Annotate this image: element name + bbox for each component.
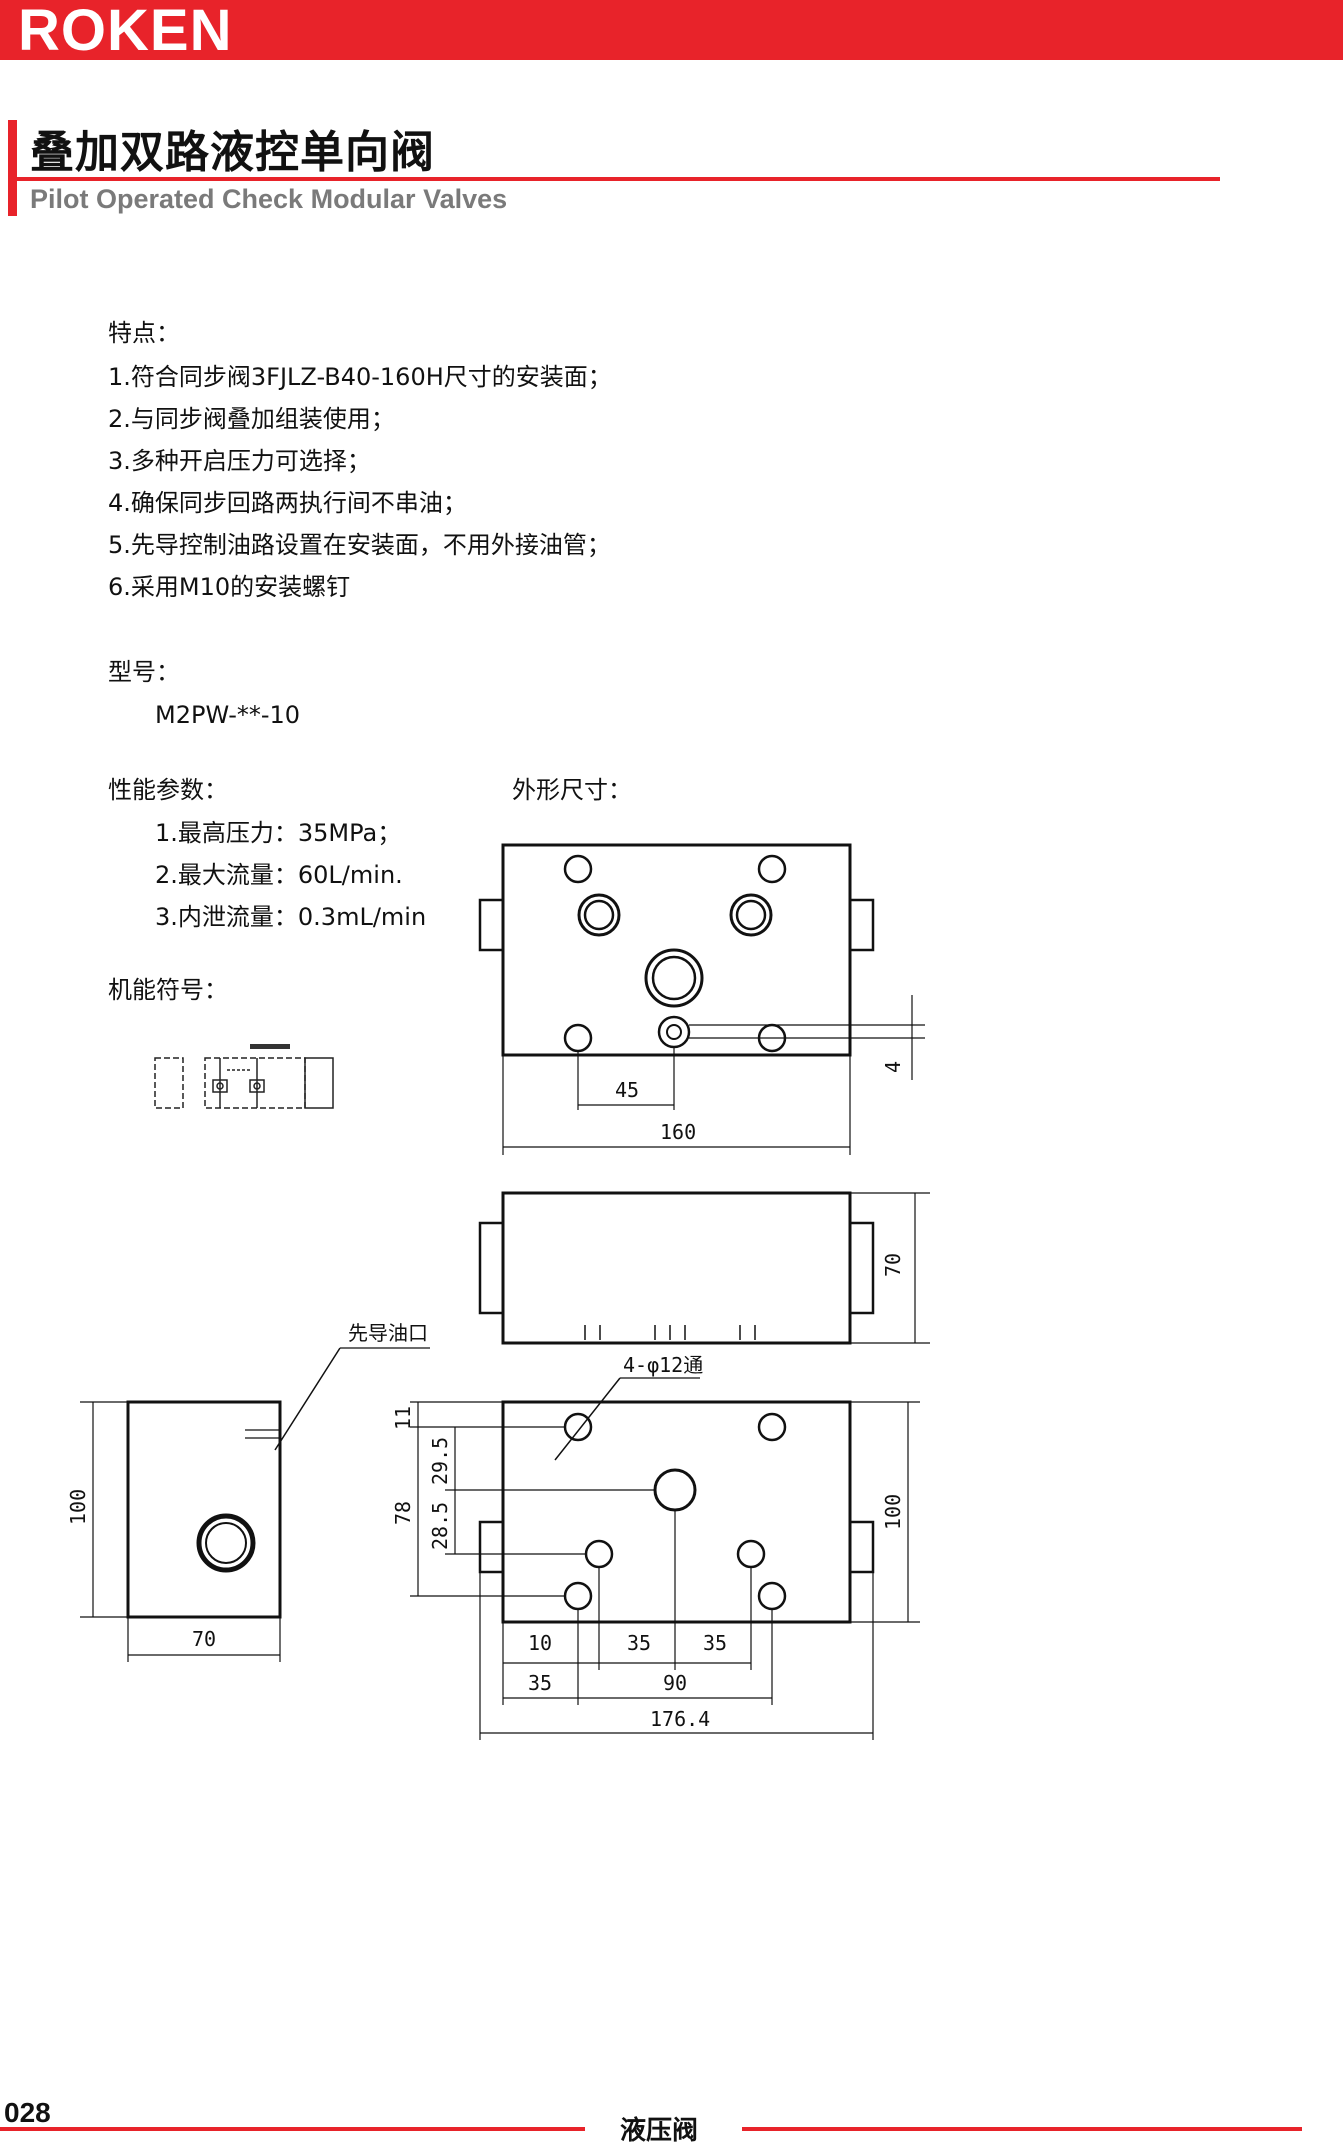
side-view-drawing: 先导油口 100 70 bbox=[66, 1321, 430, 1662]
dim-45: 45 bbox=[615, 1078, 639, 1102]
dim-78: 78 bbox=[391, 1501, 415, 1525]
hole-callout: 4-φ12通 bbox=[623, 1353, 703, 1377]
symbol-heading: 机能符号： bbox=[108, 976, 228, 1004]
feature-item: 6.采用M10的安装螺钉 bbox=[108, 573, 351, 601]
hydraulic-symbol bbox=[154, 1044, 334, 1109]
brand-logo: ROKEN bbox=[18, 0, 233, 63]
dim-35-lower: 35 bbox=[528, 1671, 552, 1695]
title-divider bbox=[8, 177, 1220, 181]
page-subtitle: Pilot Operated Check Modular Valves bbox=[30, 184, 508, 214]
dim-4: 4 bbox=[881, 1061, 905, 1073]
feature-item: 3.多种开启压力可选择； bbox=[108, 447, 371, 475]
front-view-drawing: 70 bbox=[478, 1191, 930, 1345]
footer-rule-right bbox=[742, 2127, 1302, 2131]
dim-100-side: 100 bbox=[66, 1489, 90, 1525]
dim-100-bottom: 100 bbox=[881, 1494, 905, 1530]
dim-11: 11 bbox=[391, 1406, 415, 1430]
features-heading: 特点： bbox=[108, 319, 180, 347]
feature-item: 4.确保同步回路两执行间不串油； bbox=[108, 489, 467, 517]
dim-70-front: 70 bbox=[881, 1253, 905, 1277]
page-title: 叠加双路液控单向阀 bbox=[30, 127, 435, 178]
dim-70-side: 70 bbox=[192, 1627, 216, 1651]
dim-10: 10 bbox=[528, 1631, 552, 1655]
footer-category: 液压阀 bbox=[620, 2116, 699, 2146]
dim-35-left: 35 bbox=[627, 1631, 651, 1655]
performance-item: 2.最大流量：60L/min. bbox=[155, 861, 403, 889]
footer-rule-left bbox=[0, 2127, 585, 2131]
dim-90: 90 bbox=[663, 1671, 687, 1695]
pilot-port-label: 先导油口 bbox=[348, 1321, 428, 1345]
title-accent-bar bbox=[8, 120, 17, 216]
performance-heading: 性能参数： bbox=[108, 776, 228, 804]
brand-bar bbox=[0, 0, 1343, 60]
dim-28-5: 28.5 bbox=[428, 1502, 452, 1550]
features-list: 1.符合同步阀3FJLZ-B40-160H尺寸的安装面； 2.与同步阀叠加组装使… bbox=[108, 356, 612, 608]
model-value: M2PW-**-10 bbox=[155, 701, 301, 729]
feature-item: 2.与同步阀叠加组装使用； bbox=[108, 405, 395, 433]
performance-list: 1.最高压力：35MPa； 2.最大流量：60L/min. 3.内泄流量：0.3… bbox=[155, 812, 426, 938]
page-number: 028 bbox=[4, 2097, 51, 2128]
feature-item: 1.符合同步阀3FJLZ-B40-160H尺寸的安装面； bbox=[108, 363, 612, 391]
bottom-view-drawing: 4-φ12通 11 78 29.5 28.5 100 10 35 35 35 9… bbox=[391, 1353, 920, 1740]
performance-item: 1.最高压力：35MPa； bbox=[155, 819, 402, 847]
model-heading: 型号： bbox=[108, 658, 180, 686]
dim-176-4: 176.4 bbox=[650, 1707, 710, 1731]
top-view-drawing: 45 160 4 bbox=[478, 843, 925, 1155]
feature-item: 5.先导控制油路设置在安装面，不用外接油管； bbox=[108, 531, 611, 559]
dim-35-right: 35 bbox=[703, 1631, 727, 1655]
dim-29-5: 29.5 bbox=[428, 1437, 452, 1485]
dimensions-heading: 外形尺寸： bbox=[512, 776, 632, 804]
dim-160: 160 bbox=[660, 1120, 696, 1144]
performance-item: 3.内泄流量：0.3mL/min bbox=[155, 903, 427, 931]
